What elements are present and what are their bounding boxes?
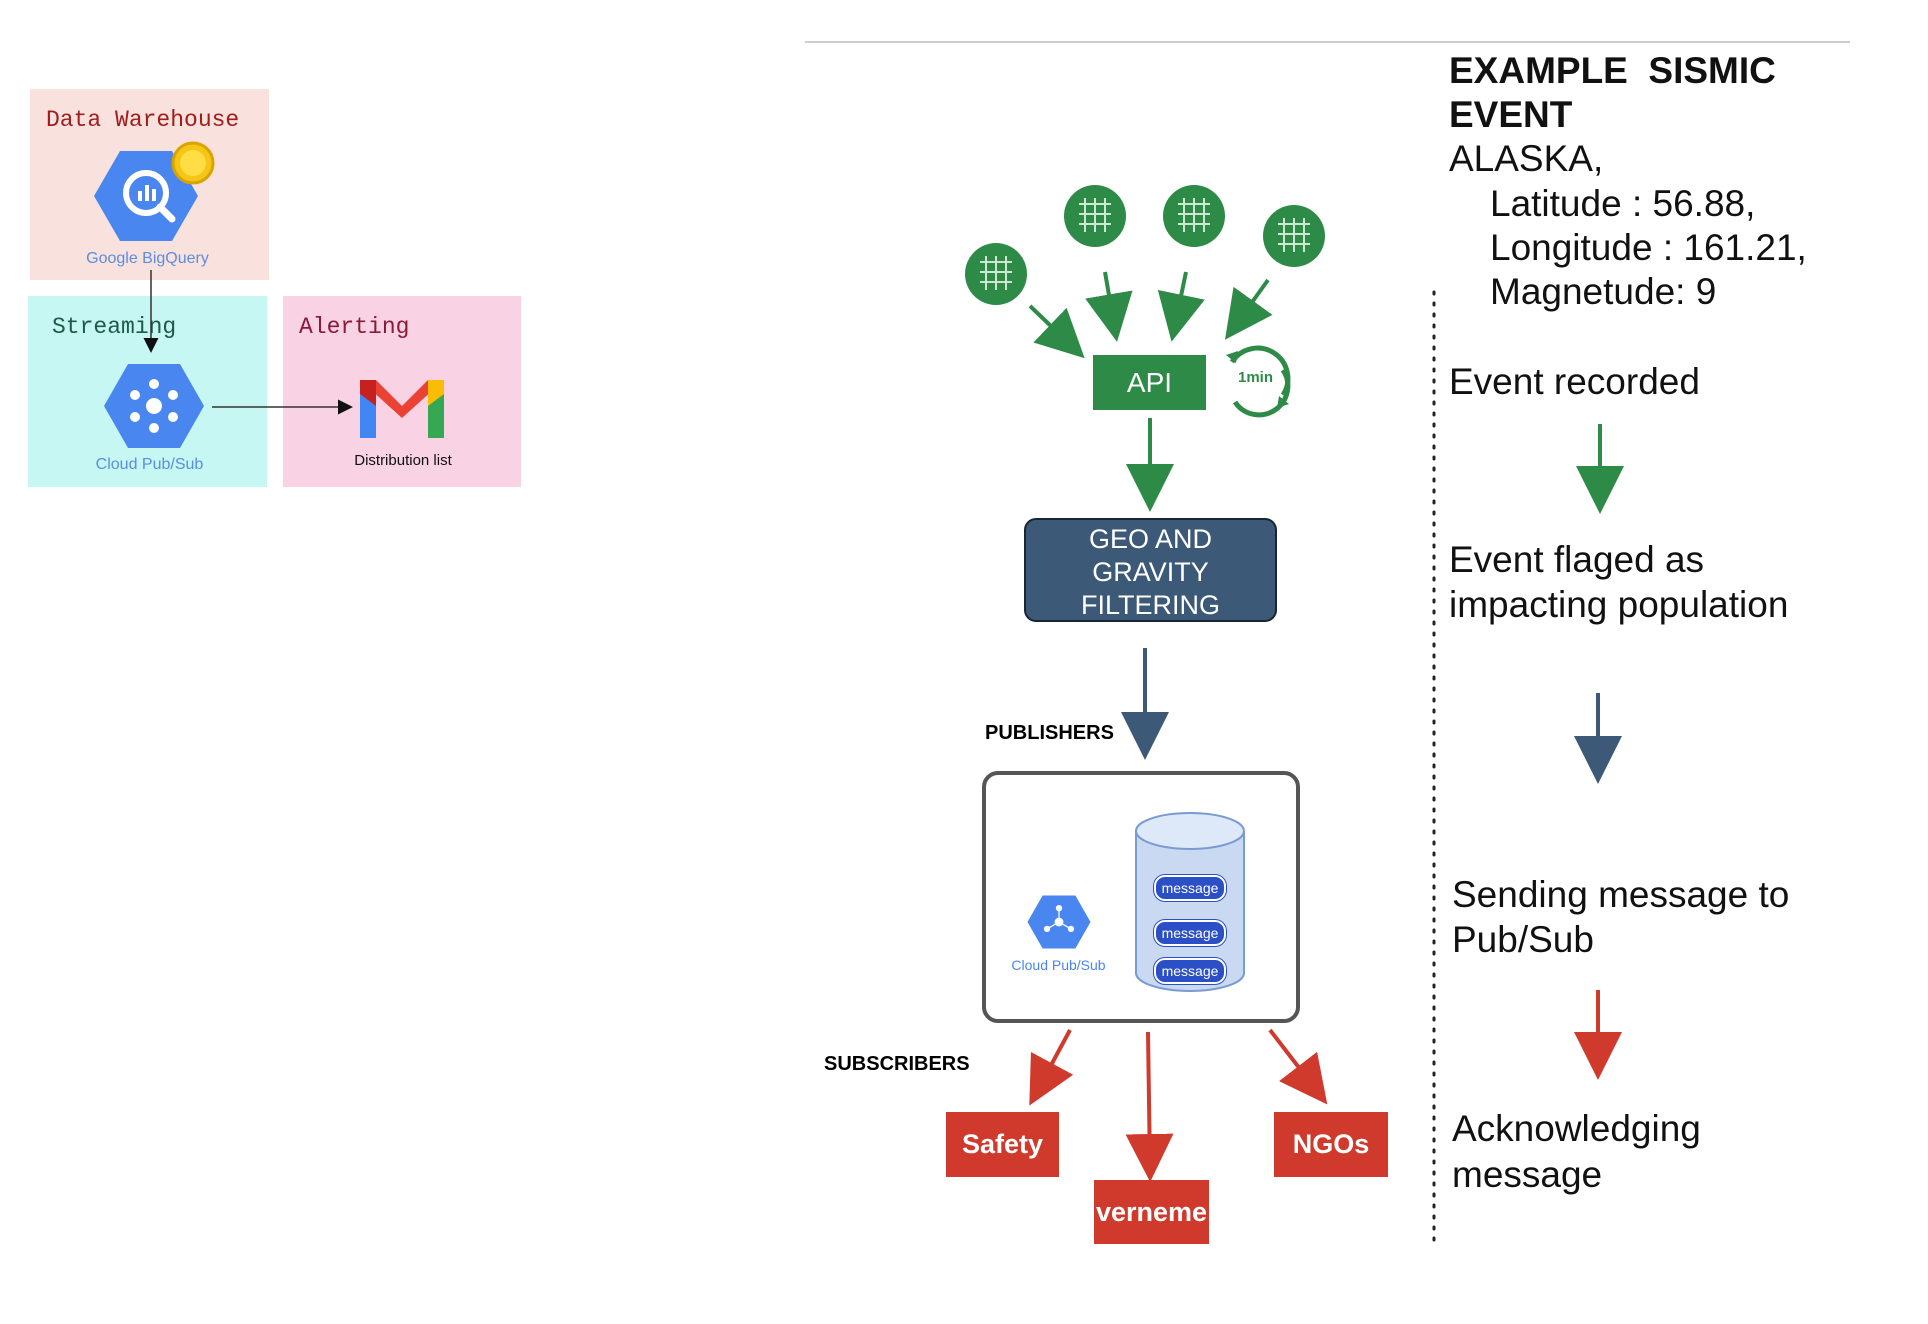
sensor-arrow-4 <box>1224 278 1273 340</box>
event-latitude: Latitude : 56.88, <box>1490 183 1756 224</box>
alerting-panel: Alerting Distribution list <box>283 296 521 487</box>
bigquery-caption: Google BigQuery <box>86 250 209 267</box>
step-flagged-line-1: Event flaged as <box>1449 539 1705 580</box>
message-pill-2: message <box>1154 920 1226 946</box>
streaming-panel: Streaming Cloud Pub/Sub <box>28 296 267 487</box>
event-location: ALASKA, <box>1449 138 1604 179</box>
event-title-line-1: EXAMPLE SISMIC <box>1449 50 1776 91</box>
pubsub-icon <box>104 364 204 448</box>
step-sending-line-1: Sending message to <box>1452 874 1790 915</box>
subscriber-government: verneme <box>1094 1180 1209 1244</box>
gmail-icon <box>360 380 444 438</box>
bigquery-icon <box>94 141 215 241</box>
pubsub-topic-frame: Cloud Pub/Sub message message message <box>982 771 1300 1023</box>
event-longitude: Longitude : 161.21, <box>1490 227 1807 268</box>
message-queue-cylinder <box>1135 812 1245 992</box>
publishers-label: PUBLISHERS <box>985 722 1114 744</box>
message-pill-3: message <box>1154 958 1226 984</box>
filter-line-2: GRAVITY <box>1092 557 1209 587</box>
sensor-arrow-2 <box>1085 271 1133 342</box>
alerting-caption: Distribution list <box>354 452 452 469</box>
subscribers-label: SUBSCRIBERS <box>824 1053 970 1075</box>
alerting-title: Alerting <box>299 314 410 340</box>
event-title-line-2: EVENT <box>1449 94 1573 135</box>
sensor-icon-3 <box>1163 185 1225 247</box>
sensor-icon-2 <box>1064 185 1126 247</box>
refresh-label: 1min <box>1238 369 1273 386</box>
pubsub-center-caption: Cloud Pub/Sub <box>1011 957 1106 973</box>
filter-line-1: GEO AND <box>1088 524 1213 554</box>
subscriber-ngos: NGOs <box>1274 1112 1388 1177</box>
sensor-icon-1 <box>965 243 1027 305</box>
subscriber-safety: Safety <box>946 1112 1059 1177</box>
refresh-icon <box>1226 345 1291 418</box>
api-box: API <box>1093 355 1206 410</box>
geo-gravity-filter-box: GEO AND GRAVITY FILTERING <box>1024 518 1277 622</box>
step-ack-line-1: Acknowledging <box>1452 1108 1701 1149</box>
left-connectors <box>143 270 353 415</box>
to-government-arrow <box>1125 1031 1174 1182</box>
sensor-arrow-1 <box>1028 304 1085 359</box>
pubsub-caption: Cloud Pub/Sub <box>95 456 204 473</box>
pubsub-icon-center <box>1027 895 1091 949</box>
event-magnitude: Magnetude: 9 <box>1490 271 1717 312</box>
step-ack-line-2: message <box>1452 1154 1603 1195</box>
to-ngos-arrow <box>1268 1028 1328 1105</box>
message-pill-1: message <box>1154 875 1226 901</box>
step-sending-line-2: Pub/Sub <box>1452 919 1594 960</box>
streaming-title: Streaming <box>52 314 177 340</box>
sensor-icon-4 <box>1263 205 1325 267</box>
filter-line-3: FILTERING <box>1080 590 1220 620</box>
step-flagged-line-2: impacting population <box>1449 584 1789 625</box>
data-warehouse-title: Data Warehouse <box>46 107 240 133</box>
sensor-arrow-3 <box>1157 271 1205 342</box>
to-safety-arrow <box>1029 1029 1074 1106</box>
step-event-recorded: Event recorded <box>1449 361 1700 402</box>
api-label: API <box>1126 366 1173 398</box>
data-warehouse-panel: Data Warehouse Google BigQuery <box>30 89 269 280</box>
